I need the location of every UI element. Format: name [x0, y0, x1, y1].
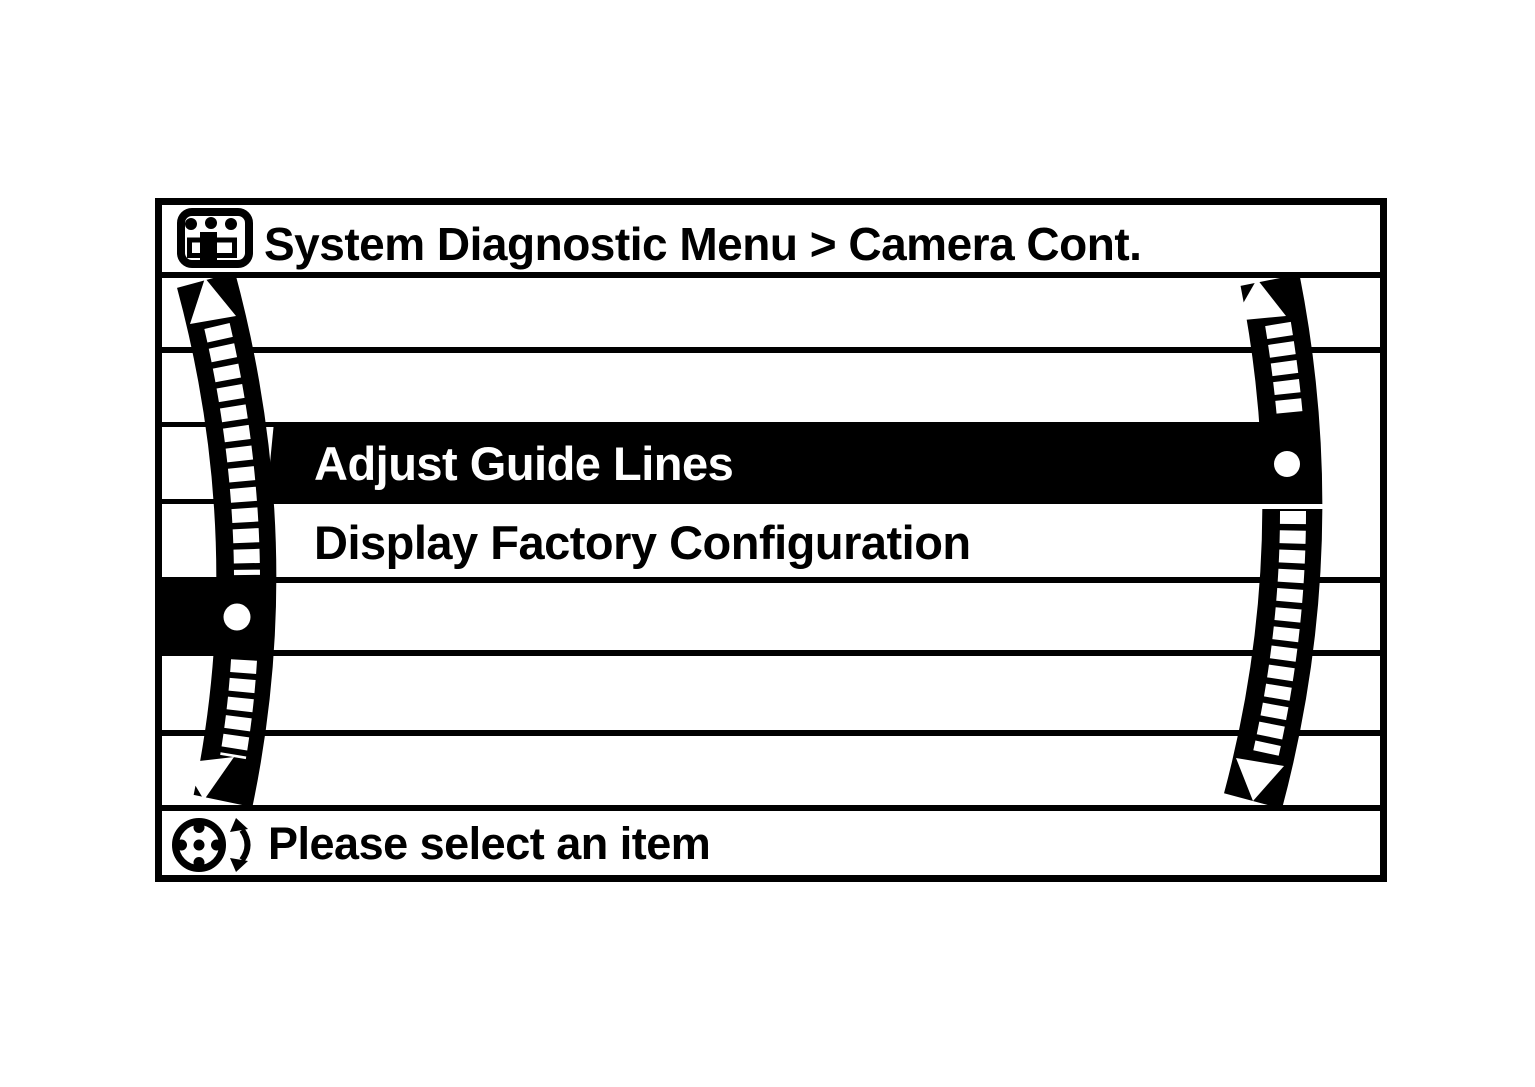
control-panel-icon	[177, 208, 253, 268]
separator-line	[162, 650, 1380, 656]
scroll-band-rungs	[1265, 321, 1303, 420]
cursor-dot-left	[223, 603, 251, 631]
status-message: Please select an item	[268, 817, 711, 869]
screen-frame	[155, 198, 1387, 882]
cursor-dot-right	[1274, 451, 1300, 477]
selection-bar	[266, 422, 1322, 504]
menu-item-adjust-guide-lines[interactable]: Adjust Guide Lines	[163, 422, 1323, 504]
menu-item-label: Adjust Guide Lines	[314, 436, 734, 490]
flick-updown-arrow-icon	[230, 818, 251, 872]
scroll-band-rungs	[220, 659, 257, 760]
band-gap	[1256, 504, 1326, 509]
joystick-dpad-icon	[172, 818, 226, 872]
page-title: System Diagnostic Menu > Camera Cont.	[264, 218, 1142, 270]
scroll-band-left[interactable]	[177, 272, 277, 808]
separator-line	[162, 577, 1380, 583]
scroll-up-arrow-icon[interactable]	[1233, 279, 1286, 321]
menu-item-label: Display Factory Configuration	[314, 515, 971, 569]
separator-line	[162, 730, 1380, 736]
footer-divider	[162, 805, 1380, 811]
scroll-band-rungs	[1253, 510, 1306, 756]
scroll-down-arrow-icon[interactable]	[182, 757, 234, 800]
menu-item-display-factory-configuration[interactable]: Display Factory Configuration	[163, 505, 1323, 579]
separator-line	[162, 347, 1380, 353]
scroll-up-arrow-icon[interactable]	[190, 278, 236, 324]
header-divider	[162, 272, 1380, 278]
scroll-band-right[interactable]	[1224, 274, 1326, 809]
scroll-band-rungs	[204, 323, 260, 576]
scroll-down-arrow-icon[interactable]	[1236, 758, 1284, 801]
